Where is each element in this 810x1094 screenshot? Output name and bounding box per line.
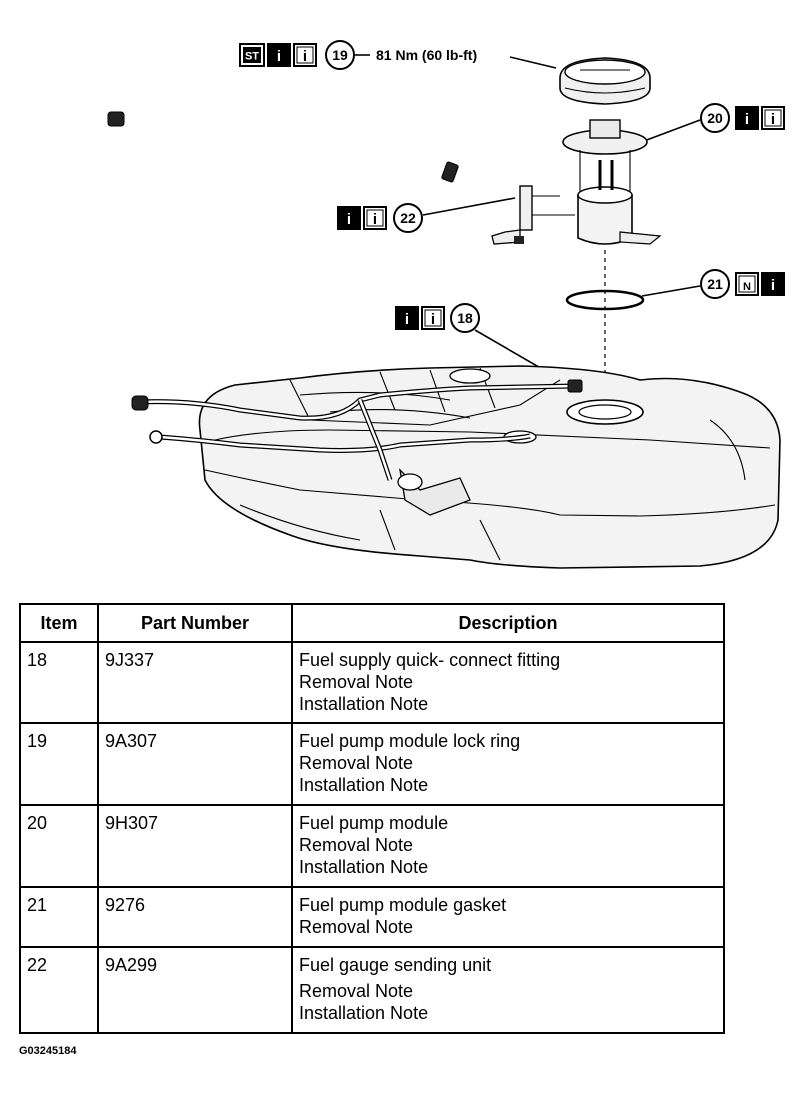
item-cell: 19: [19, 722, 99, 806]
callout-circle: [700, 269, 730, 299]
description-cell: Fuel pump module Removal Note Installati…: [291, 804, 725, 888]
lock-ring-part: [559, 57, 651, 105]
removal-note-link[interactable]: Removal Note: [299, 981, 414, 1001]
callout-circle: [393, 203, 423, 233]
description-cell: Fuel supply quick- connect fitting Remov…: [291, 641, 725, 724]
info-badge-filled: i: [337, 206, 361, 230]
table-row: 20 9H307 Fuel pump module Removal Note I…: [19, 804, 725, 888]
removal-note-link[interactable]: Removal Note: [299, 672, 414, 692]
badge-label: i: [745, 111, 749, 128]
header-item: Item: [19, 603, 99, 643]
installation-note-link[interactable]: Installation Note: [299, 857, 429, 877]
fuel-line-upper: [107, 111, 581, 183]
part-number-cell: 9276: [97, 886, 293, 948]
table-row: 22 9A299 Fuel gauge sending unit Removal…: [19, 946, 725, 1034]
badge-label: i: [771, 111, 775, 128]
description-text: Fuel supply quick- connect fitting: [299, 650, 561, 670]
torque-spec: 81 Nm (60 lb-ft): [376, 47, 477, 63]
badge-label: i: [771, 277, 775, 294]
item-cell: 20: [19, 804, 99, 888]
header-part-number: Part Number: [97, 603, 293, 643]
figure-id: G03245184: [19, 1045, 77, 1057]
leader-line: [422, 197, 516, 216]
description-text: Fuel gauge sending unit: [299, 955, 492, 975]
installation-note-link[interactable]: Installation Note: [299, 1003, 429, 1023]
item-cell: 21: [19, 886, 99, 948]
table-row: 19 9A307 Fuel pump module lock ring Remo…: [19, 722, 725, 806]
special-tool-badge: ST: [239, 43, 265, 67]
info-badge-outline: i: [761, 106, 785, 130]
item-cell: 22: [19, 946, 99, 1034]
callout-19: ST i i 19 81 Nm (60 lb-ft): [239, 40, 557, 70]
badge-label: i: [277, 48, 281, 65]
callout-21: 21 N i: [641, 269, 785, 299]
badge-label: i: [373, 211, 377, 228]
badge-label: i: [303, 48, 307, 65]
description-text: Fuel pump module gasket: [299, 895, 507, 915]
callout-number: 18: [457, 310, 473, 326]
callout-circle: [325, 40, 355, 70]
info-badge-filled: i: [395, 306, 419, 330]
fuel-lines-tank: [131, 379, 583, 481]
part-number-cell: 9A307: [97, 722, 293, 806]
part-number-cell: 9H307: [97, 804, 293, 888]
callout-circle: [700, 103, 730, 133]
leader-line: [509, 56, 557, 69]
parts-table: Item Part Number Description 18 9J337 Fu…: [19, 603, 725, 1034]
removal-note-link[interactable]: Removal Note: [299, 753, 414, 773]
table-header-row: Item Part Number Description: [19, 603, 725, 643]
info-badge-outline: i: [363, 206, 387, 230]
fuel-system-exploded-diagram: ST i i 19 81 Nm (60 lb-ft) 20 i: [107, 40, 785, 569]
header-description: Description: [291, 603, 725, 643]
table-row: 18 9J337 Fuel supply quick- connect fitt…: [19, 641, 725, 724]
callout-18: i i 18: [395, 303, 576, 389]
part-number-cell: 9J337: [97, 641, 293, 724]
description-cell: Fuel pump module lock ring Removal Note …: [291, 722, 725, 806]
info-badge-outline: i: [421, 306, 445, 330]
badge-label: i: [405, 311, 409, 328]
description-cell: Fuel pump module gasket Removal Note: [291, 886, 725, 948]
info-badge-filled: i: [735, 106, 759, 130]
badge-label: i: [431, 311, 435, 328]
fuel-tank: [198, 365, 781, 569]
gasket-part: [565, 289, 645, 311]
description-text: Fuel pump module: [299, 813, 449, 833]
badge-label: i: [347, 211, 351, 228]
table-row: 21 9276 Fuel pump module gasket Removal …: [19, 886, 725, 948]
callout-number: 20: [707, 110, 723, 126]
callout-circle: [450, 303, 480, 333]
callout-22: i i 22: [337, 197, 516, 233]
part-number-cell: 9A299: [97, 946, 293, 1034]
description-text: Fuel pump module lock ring: [299, 731, 521, 751]
sending-unit-part: [491, 185, 575, 245]
fuel-pump-module-part: [562, 119, 662, 410]
description-cell: Fuel gauge sending unit Removal Note Ins…: [291, 946, 725, 1034]
info-badge-filled: i: [761, 272, 785, 296]
info-badge-filled: i: [267, 43, 291, 67]
removal-note-link[interactable]: Removal Note: [299, 917, 414, 937]
item-cell: 18: [19, 641, 99, 724]
info-badge-outline: i: [293, 43, 317, 67]
callout-number: 22: [400, 210, 416, 226]
leader-line: [641, 285, 701, 297]
removal-note-link[interactable]: Removal Note: [299, 835, 414, 855]
callout-number: 19: [332, 47, 348, 63]
installation-note-link[interactable]: Installation Note: [299, 694, 429, 714]
installation-note-link[interactable]: Installation Note: [299, 775, 429, 795]
callout-number: 21: [707, 276, 723, 292]
badge-label: ST: [245, 51, 259, 63]
callout-20: 20 i i: [619, 103, 785, 151]
new-part-badge: N: [735, 272, 759, 296]
badge-label: N: [743, 281, 751, 293]
